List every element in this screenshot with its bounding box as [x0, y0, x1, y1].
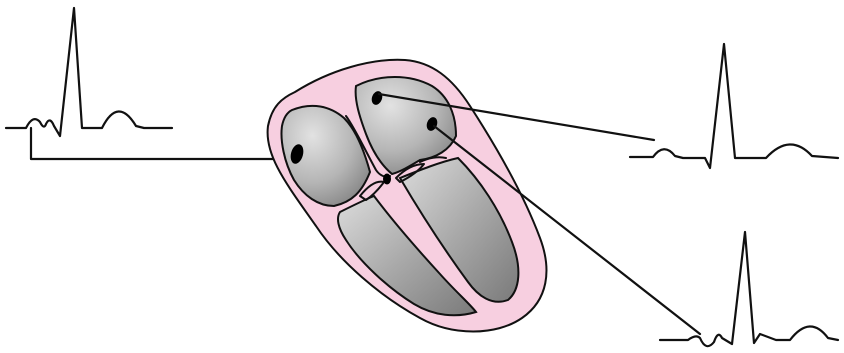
right-bottom-electrogram-trace: [660, 232, 838, 346]
left-electrogram-trace: [6, 8, 282, 159]
heart-cross-section: [268, 60, 547, 332]
electrode-septal-node: [383, 174, 391, 185]
right-top-electrogram-trace: [630, 44, 838, 168]
